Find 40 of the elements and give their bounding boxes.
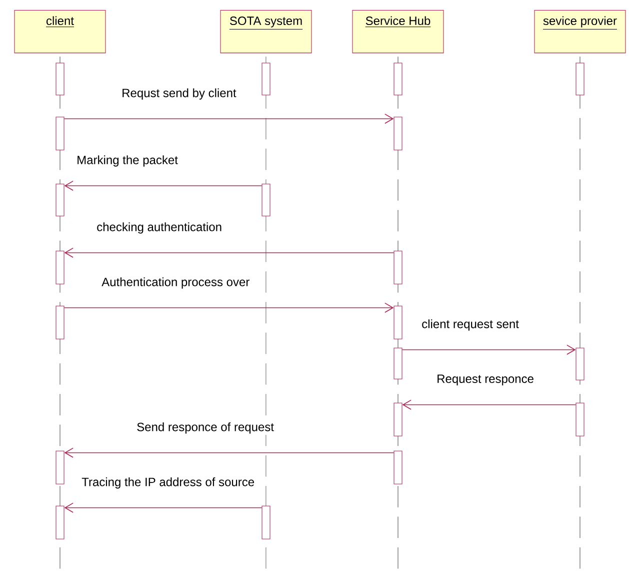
activation-bar xyxy=(56,250,64,284)
activation-bar xyxy=(394,116,402,150)
activation-bar xyxy=(394,402,402,436)
message-label: Marking the packet xyxy=(75,154,180,168)
participant-box: Service Hub xyxy=(352,10,444,54)
activation-bar xyxy=(394,306,402,340)
activation-bar xyxy=(56,184,64,216)
participant-box: sevice provier xyxy=(534,10,626,54)
activation-bar xyxy=(262,506,270,540)
message-arrow xyxy=(64,180,262,191)
message-label: Send responce of request xyxy=(135,421,276,435)
activation-bar xyxy=(56,116,64,150)
message-arrow xyxy=(402,400,576,410)
message-arrow xyxy=(64,448,394,458)
activation-bar xyxy=(56,306,64,340)
activation-bar xyxy=(576,402,584,436)
message-arrow xyxy=(64,114,394,124)
activation-bar xyxy=(576,348,584,380)
message-label: Authentication process over xyxy=(100,276,252,290)
message-label: Tracing the IP address of source xyxy=(80,476,256,490)
activation-bar xyxy=(56,450,64,484)
activation-bar xyxy=(394,450,402,484)
message-label: Requst send by client xyxy=(120,87,238,101)
activation-bar xyxy=(262,62,270,96)
activation-bar xyxy=(56,506,64,540)
message-arrow xyxy=(64,302,394,313)
activation-bar xyxy=(394,250,402,284)
message-label: Request responce xyxy=(435,373,536,387)
message-arrow xyxy=(64,248,394,258)
message-arrow xyxy=(402,344,576,355)
activation-bar xyxy=(262,184,270,216)
message-label: client request sent xyxy=(420,318,520,332)
activation-bar xyxy=(576,62,584,96)
participant-box: SOTA system xyxy=(220,10,312,54)
message-arrow xyxy=(64,502,262,513)
activation-bar xyxy=(394,348,402,380)
message-label: checking authentication xyxy=(95,221,224,235)
activation-bar xyxy=(56,62,64,96)
activation-bar xyxy=(394,62,402,96)
participant-box: client xyxy=(14,10,106,54)
